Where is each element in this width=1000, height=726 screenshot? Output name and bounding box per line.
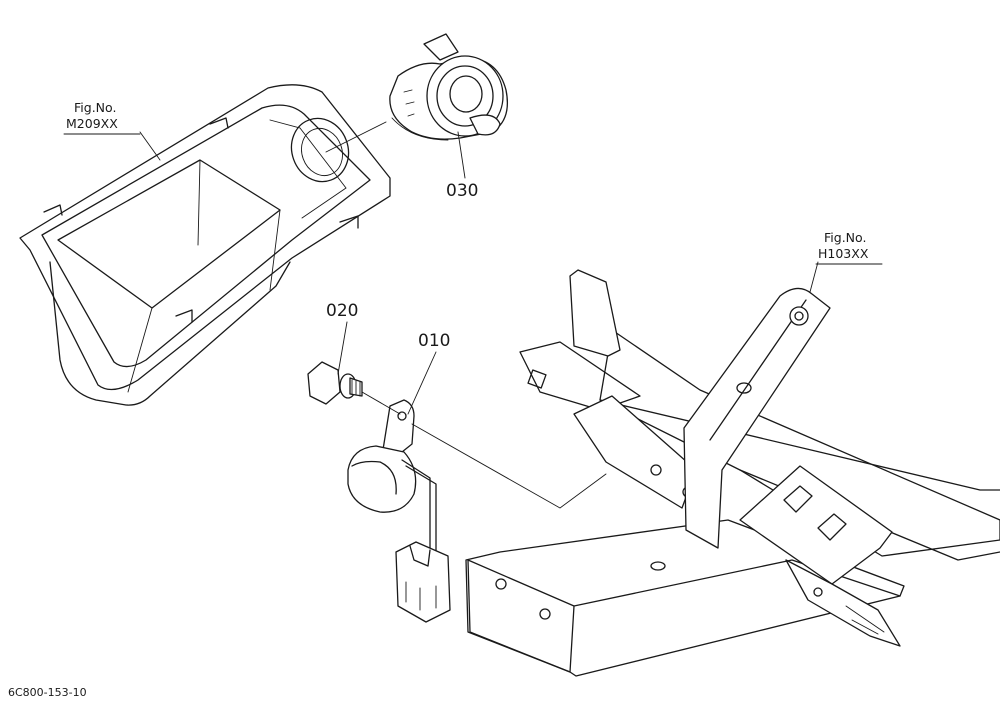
fig-ref-left-line2: M209XX [66, 116, 118, 131]
console-tray [19, 84, 391, 406]
callout-030: 030 [446, 181, 478, 201]
power-socket-part-030 [389, 33, 509, 141]
drawing-code: 6C800-153-10 [8, 686, 87, 699]
callout-020: 020 [326, 301, 358, 321]
leader-lines [139, 131, 819, 415]
mounting-bracket-frame [465, 269, 1000, 677]
horn-part-010 [347, 399, 451, 623]
fig-ref-right-line1: Fig.No. [824, 230, 866, 245]
assembly-lines [325, 121, 607, 509]
fig-ref-right-line2: H103XX [818, 246, 869, 261]
fig-ref-left-line1: Fig.No. [74, 100, 116, 115]
bolt-part-020 [307, 361, 363, 405]
callout-010: 010 [418, 331, 450, 351]
